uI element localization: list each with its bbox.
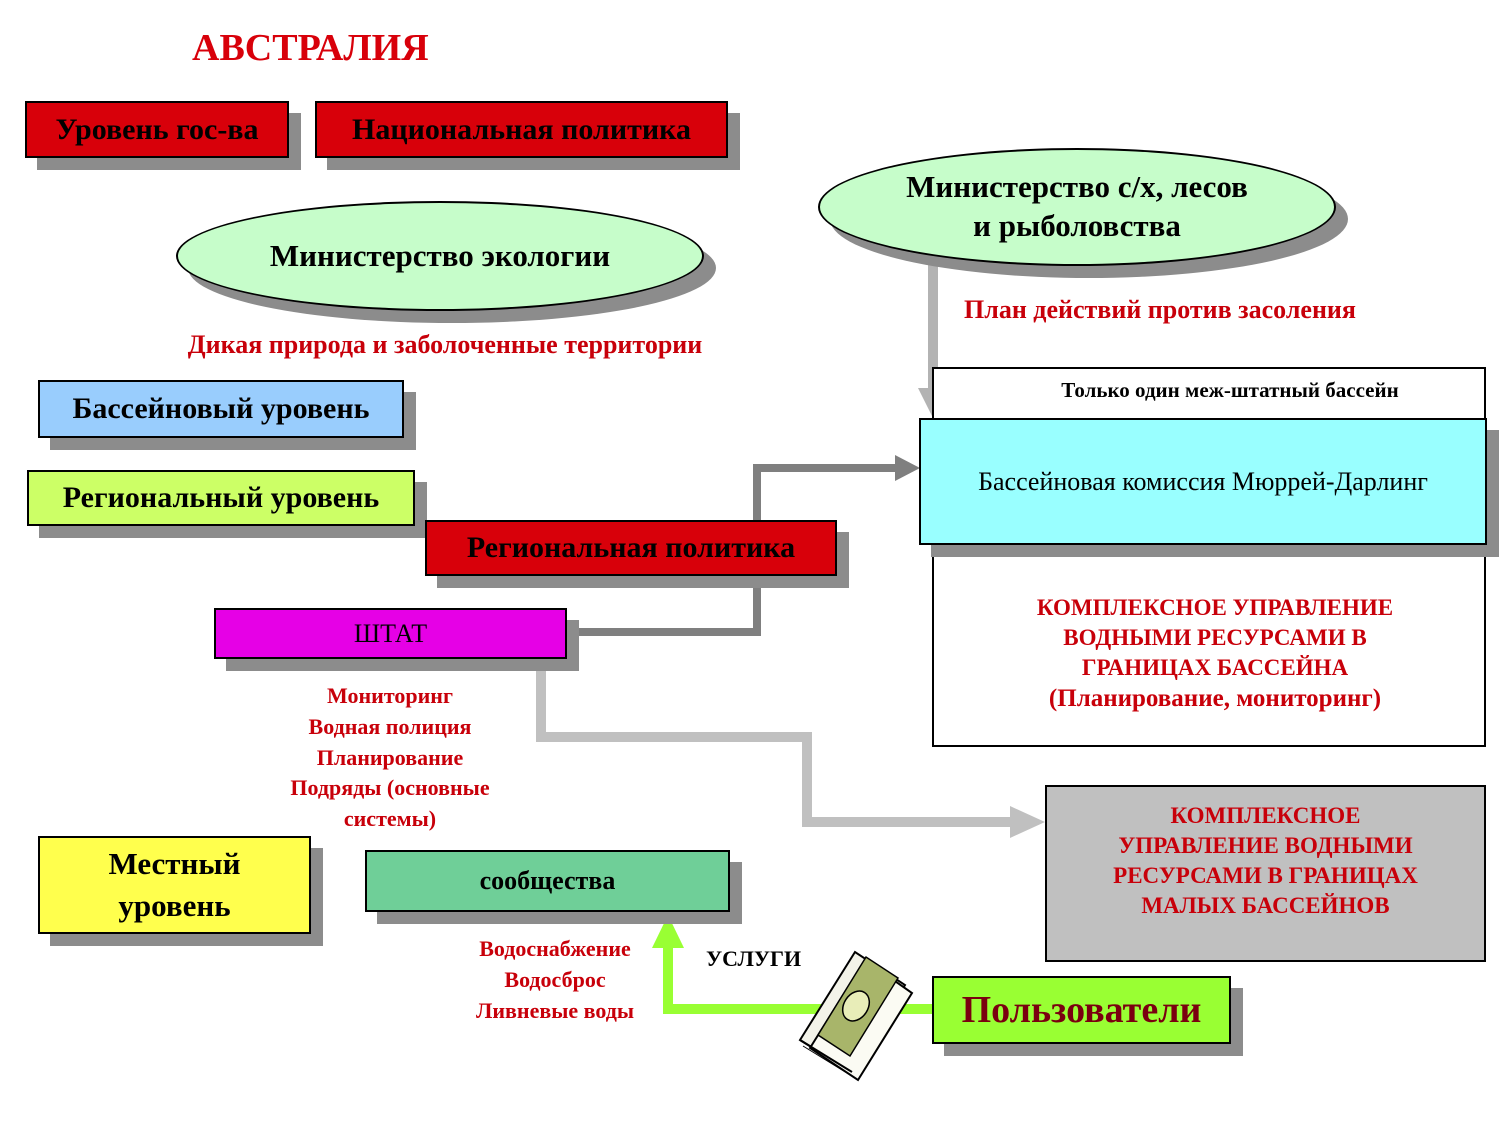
- level-state: Уровень гос-ва: [25, 101, 289, 158]
- national-policy: Национальная политика: [315, 101, 728, 158]
- level-local-line2: уровень: [118, 888, 231, 923]
- users-box: Пользователи: [932, 976, 1231, 1044]
- ministry-ecology-label: Министерство экологии: [269, 238, 611, 273]
- state-function-item: Водная полиция: [308, 713, 472, 739]
- state-function-item: Подряды (основные: [290, 775, 490, 801]
- iwrm-small-line1: КОМПЛЕКСНОЕ: [1170, 803, 1361, 828]
- interstate-basin-note: Только один меж-штатный бассейн: [1061, 378, 1399, 402]
- services-label: УСЛУГИ: [706, 946, 802, 971]
- iwrm-basin-line2: ВОДНЫМИ РЕСУРСАМИ В: [1063, 624, 1367, 650]
- state-box: ШТАТ: [214, 608, 567, 659]
- iwrm-small-basins: КОМПЛЕКСНОЕ УПРАВЛЕНИЕ ВОДНЫМИ РЕСУРСАМИ…: [1045, 785, 1486, 962]
- iwrm-small-line4: МАЛЫХ БАССЕЙНОВ: [1141, 892, 1390, 918]
- state-function-item: Мониторинг: [327, 683, 453, 708]
- community-service-item: Водосброс: [504, 966, 606, 992]
- ministry-agriculture-line1: Министерство с/х, лесов: [906, 169, 1248, 205]
- iwrm-small-text: КОМПЛЕКСНОЕ УПРАВЛЕНИЕ ВОДНЫМИ РЕСУРСАМИ…: [1113, 801, 1418, 921]
- iwrm-basin-text: КОМПЛЕКСНОЕ УПРАВЛЕНИЕ ВОДНЫМИ РЕСУРСАМИ…: [940, 593, 1490, 715]
- ministry-ecology: Министерство экологии: [176, 201, 704, 311]
- state-function-item: Планирование: [316, 744, 464, 770]
- arrow-state-to-commission-head: [895, 455, 920, 481]
- ministry-agriculture-line2: и рыболовства: [973, 208, 1181, 243]
- basin-commission: Бассейновая комиссия Мюррей-Дарлинг: [919, 418, 1487, 545]
- level-local-line1: Местный: [108, 846, 241, 882]
- regional-policy: Региональная политика: [425, 520, 837, 576]
- iwrm-basin-line1: КОМПЛЕКСНОЕ УПРАВЛЕНИЕ: [1036, 595, 1394, 620]
- level-regional: Региональный уровень: [27, 470, 415, 526]
- community-services: Водоснабжение Водосброс Ливневые воды: [455, 934, 655, 1026]
- level-local: Местный уровень: [38, 836, 311, 934]
- level-basin: Бассейновый уровень: [38, 380, 404, 438]
- page-title: АВСТРАЛИЯ: [192, 27, 429, 69]
- iwrm-basin-line3: ГРАНИЦАХ БАССЕЙНА: [1081, 654, 1349, 680]
- state-function-item: системы): [343, 806, 437, 832]
- iwrm-small-line2: УПРАВЛЕНИЕ ВОДНЫМИ: [1118, 832, 1413, 858]
- money-stack-icon: [798, 950, 914, 1082]
- community-service-item: Водоснабжение: [479, 936, 631, 961]
- state-functions: Мониторинг Водная полиция Планирование П…: [265, 681, 515, 835]
- community-service-item: Ливневые воды: [475, 997, 635, 1023]
- arrow-state-to-small-basins: [536, 658, 1012, 827]
- communities-box: сообщества: [365, 850, 730, 912]
- iwrm-basin-line4: (Планирование, мониторинг): [1048, 684, 1382, 712]
- salinity-plan: План действий против засоления: [964, 295, 1356, 324]
- ministry-agriculture: Министерство с/х, лесов и рыболовства: [818, 148, 1336, 266]
- arrow-state-to-small-basins-head: [1010, 806, 1045, 838]
- arrow-users-to-communities-head: [652, 915, 684, 948]
- iwrm-small-line3: РЕСУРСАМИ В ГРАНИЦАХ: [1113, 862, 1418, 888]
- wildlife-text: Дикая природа и заболоченные территории: [187, 330, 703, 359]
